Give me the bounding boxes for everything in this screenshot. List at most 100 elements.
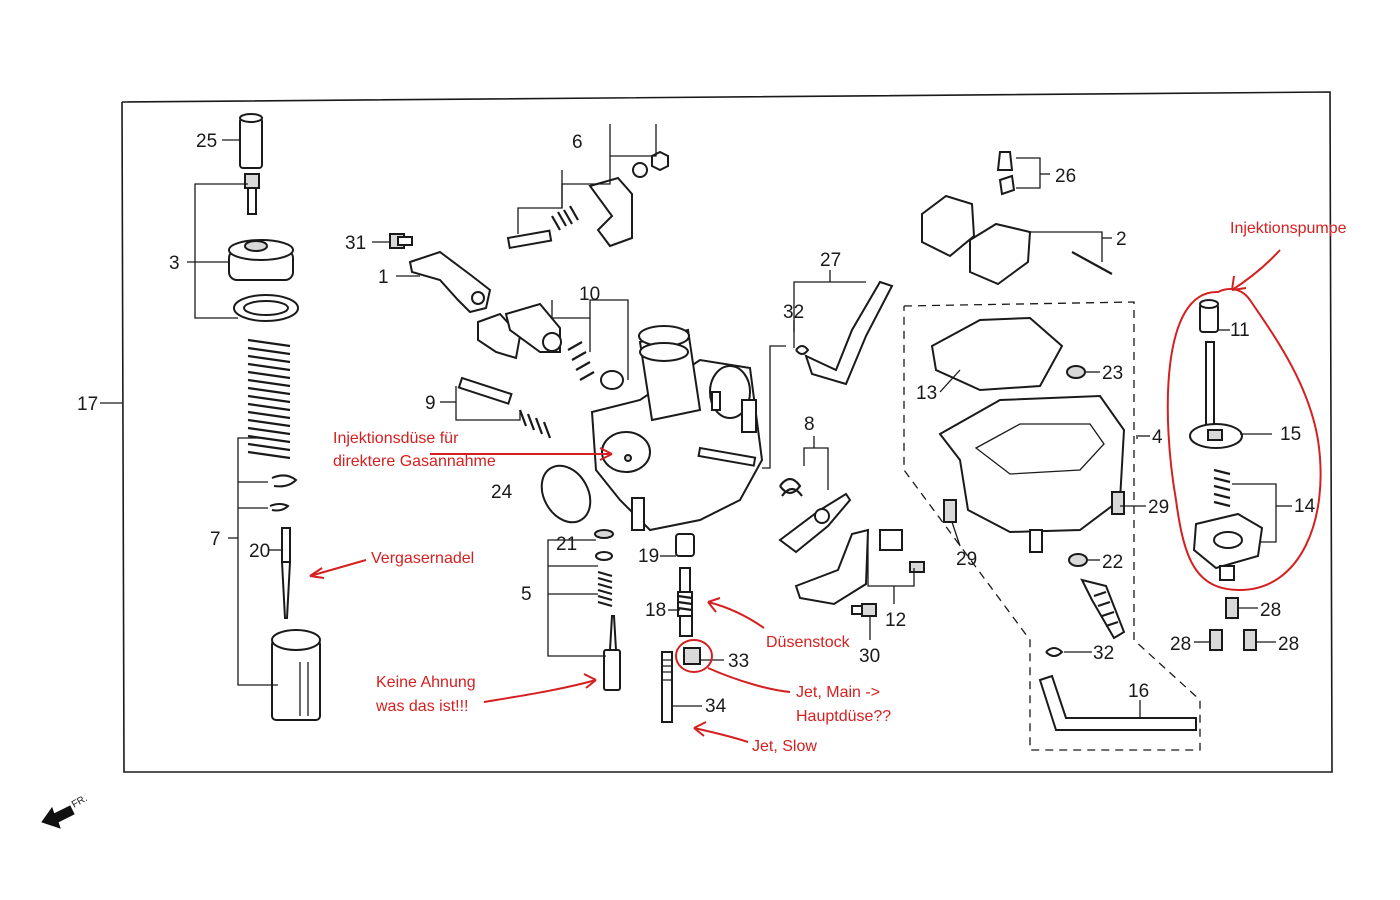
svg-text:Jet, Main ->: Jet, Main -> (796, 684, 880, 701)
part-9-adjust-screw (457, 376, 552, 439)
callout-7: 7 (210, 529, 221, 550)
part-pump-rod (1205, 341, 1215, 431)
callout-11: 11 (1230, 320, 1250, 341)
callout-27: 27 (820, 250, 841, 271)
callout-30: 30 (859, 646, 880, 667)
annotation-vergasernadel: Vergasernadel (309, 550, 474, 579)
callout-1: 1 (378, 267, 389, 288)
part-20-jet-needle (280, 527, 292, 619)
callout-2: 2 (1116, 229, 1127, 250)
annotation-injektionspumpe: Injektionspumpe (1166, 220, 1347, 592)
part-8-choke-linkage (778, 477, 852, 554)
part-26-float-valve (996, 151, 1050, 196)
part-15-pump-plate (1189, 423, 1243, 449)
callout-18: 18 (645, 600, 666, 621)
callout-3: 3 (169, 253, 180, 274)
part-6-linkage (506, 150, 669, 250)
svg-text:Düsenstock: Düsenstock (766, 634, 851, 651)
part-29-screws (943, 491, 1125, 523)
part-32-drain-clip (1045, 647, 1064, 657)
callout-22: 22 (1102, 552, 1123, 573)
callout-6: 6 (572, 132, 583, 153)
front-label: FR. (70, 793, 89, 811)
callout-21: 21 (556, 534, 577, 555)
callout-20: 20 (249, 541, 270, 562)
part-30-screw (851, 603, 877, 617)
svg-text:Injektionsdüse für: Injektionsdüse für (333, 430, 459, 447)
callout-13: 13 (916, 383, 937, 404)
center-right-leaders (762, 270, 915, 640)
callout-8: 8 (804, 414, 815, 435)
callout-28b: 28 (1170, 634, 1191, 655)
part-21-washer (594, 529, 614, 561)
callout-29a: 29 (1148, 497, 1169, 518)
callout-31: 31 (345, 233, 366, 254)
svg-text:Vergasernadel: Vergasernadel (371, 550, 474, 567)
part-throttle-spring (247, 338, 291, 460)
center-top-leaders (372, 124, 657, 421)
float-bowl-leaders (939, 369, 1150, 718)
part-22-drain (1068, 553, 1126, 640)
part-11-pump-cap (1199, 299, 1219, 333)
svg-text:direktere Gasannahme: direktere Gasannahme (333, 453, 496, 470)
annotation-jet-slow: Jet, Slow (693, 721, 817, 755)
part-24-o-ring (540, 464, 592, 524)
part-14-pump-diaphragm (1192, 512, 1264, 581)
part-14-pump-spring (1213, 468, 1231, 508)
callout-12: 12 (885, 610, 906, 631)
callout-10: 10 (579, 284, 600, 305)
part-18-needle-jet-holder (677, 567, 693, 637)
callout-9: 9 (425, 393, 436, 414)
part-12-choke-plate (794, 528, 925, 606)
left-leaders (100, 139, 282, 686)
annotation-injektionsduese: Injektionsdüse für direktere Gasannahme (333, 430, 613, 470)
center-bottom-leaders (547, 539, 724, 707)
part-16-drain-hose (1038, 674, 1197, 731)
part-33-main-jet (683, 647, 701, 665)
part-needle-clip (269, 474, 298, 512)
callout-26: 26 (1055, 166, 1076, 187)
callout-5: 5 (521, 584, 532, 605)
svg-text:was das ist!!!: was das ist!!! (375, 698, 468, 715)
callout-32a: 32 (783, 302, 804, 323)
part-carburetor-body (590, 325, 764, 532)
callout-29b: 29 (956, 549, 977, 570)
part-5-spring (597, 570, 613, 608)
callout-23: 23 (1102, 363, 1123, 384)
part-19-nozzle-cap (675, 533, 695, 557)
part-2-float (921, 194, 1113, 286)
annotation-duesenstock: Düsenstock (707, 597, 851, 651)
callout-28c: 28 (1278, 634, 1299, 655)
callout-17: 17 (77, 394, 98, 415)
part-32-hose-clip (795, 345, 810, 355)
float-bowl-dashed-group (903, 301, 1201, 751)
diagram-frame (121, 91, 1333, 773)
part-3-top-cap (228, 239, 294, 281)
part-1-bracket (408, 250, 492, 314)
callout-24: 24 (491, 482, 513, 503)
annotation-keine-ahnung: Keine Ahnung was das ist!!! (375, 673, 597, 715)
part-gasket-ring (233, 294, 299, 322)
annotation-jet-main: Jet, Main -> Hauptdüse?? (675, 639, 891, 725)
part-throttle-slide (271, 629, 321, 721)
callout-4: 4 (1152, 427, 1163, 448)
part-25-cap-adjuster (239, 113, 263, 169)
svg-text:Keine Ahnung: Keine Ahnung (376, 674, 476, 691)
pump-leaders (1194, 329, 1292, 643)
callout-14: 14 (1294, 496, 1316, 517)
callout-16: 16 (1128, 681, 1149, 702)
callout-25: 25 (196, 131, 217, 152)
callout-19: 19 (638, 546, 659, 567)
part-34-slow-jet (661, 651, 673, 723)
part-pilot-screw (603, 615, 621, 691)
part-28-screws (1209, 597, 1257, 651)
part-top-screw (244, 173, 260, 215)
callout-34: 34 (705, 696, 727, 717)
svg-text:Injektionspumpe: Injektionspumpe (1230, 220, 1347, 237)
callout-28a: 28 (1260, 600, 1281, 621)
part-23-washer (1066, 365, 1086, 379)
callout-32b: 32 (1093, 643, 1114, 664)
part-13-bowl-gasket (930, 316, 1064, 392)
svg-text:Hauptdüse??: Hauptdüse?? (796, 708, 891, 725)
